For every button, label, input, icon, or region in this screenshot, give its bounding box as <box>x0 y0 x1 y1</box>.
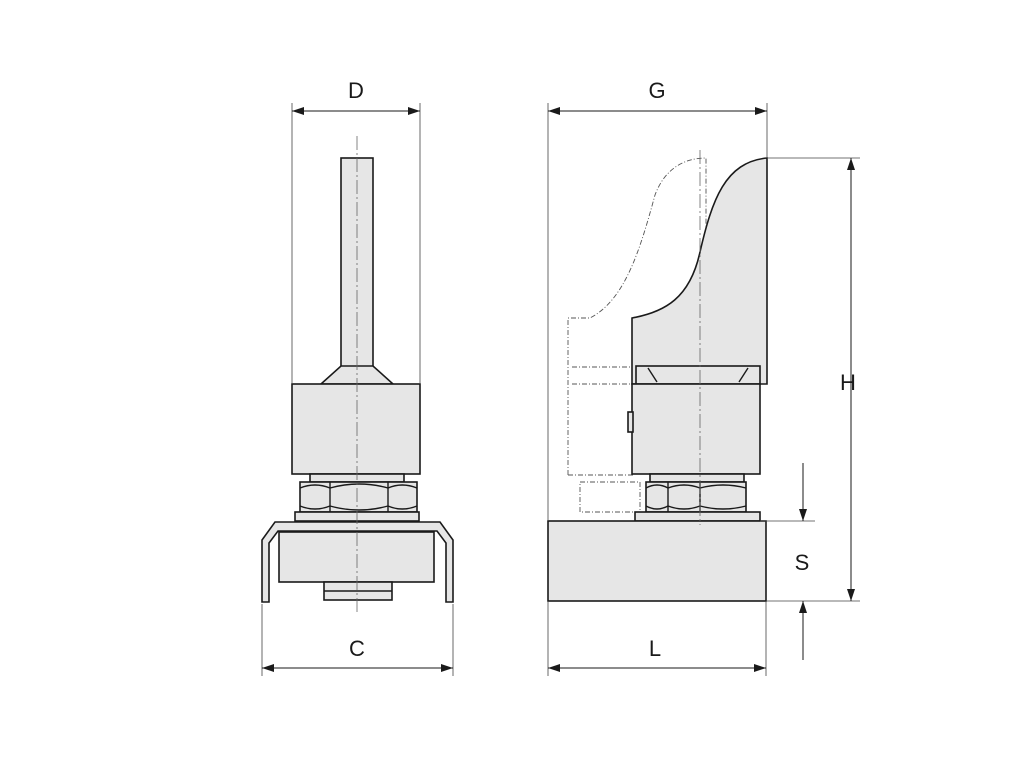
dim-l-label: L <box>649 636 661 661</box>
side-body <box>631 383 761 475</box>
side-clamp-head <box>631 157 768 385</box>
front-view: D C <box>261 78 454 676</box>
side-collar <box>635 365 761 385</box>
dim-d-label: D <box>348 78 364 103</box>
front-hex-nut <box>299 481 418 513</box>
side-neck <box>649 473 745 483</box>
front-thread <box>323 581 393 601</box>
dim-c-label: C <box>349 636 365 661</box>
front-base <box>278 531 435 583</box>
side-washer <box>634 511 761 522</box>
side-base <box>547 520 767 602</box>
front-body <box>291 383 421 475</box>
side-view: G L H S <box>547 78 860 676</box>
dim-g-label: G <box>648 78 665 103</box>
dim-s-label: S <box>795 550 810 575</box>
dim-h-label: H <box>840 370 856 395</box>
side-hex-nut <box>645 481 747 513</box>
front-bracket <box>261 521 454 603</box>
side-pin <box>627 411 634 433</box>
